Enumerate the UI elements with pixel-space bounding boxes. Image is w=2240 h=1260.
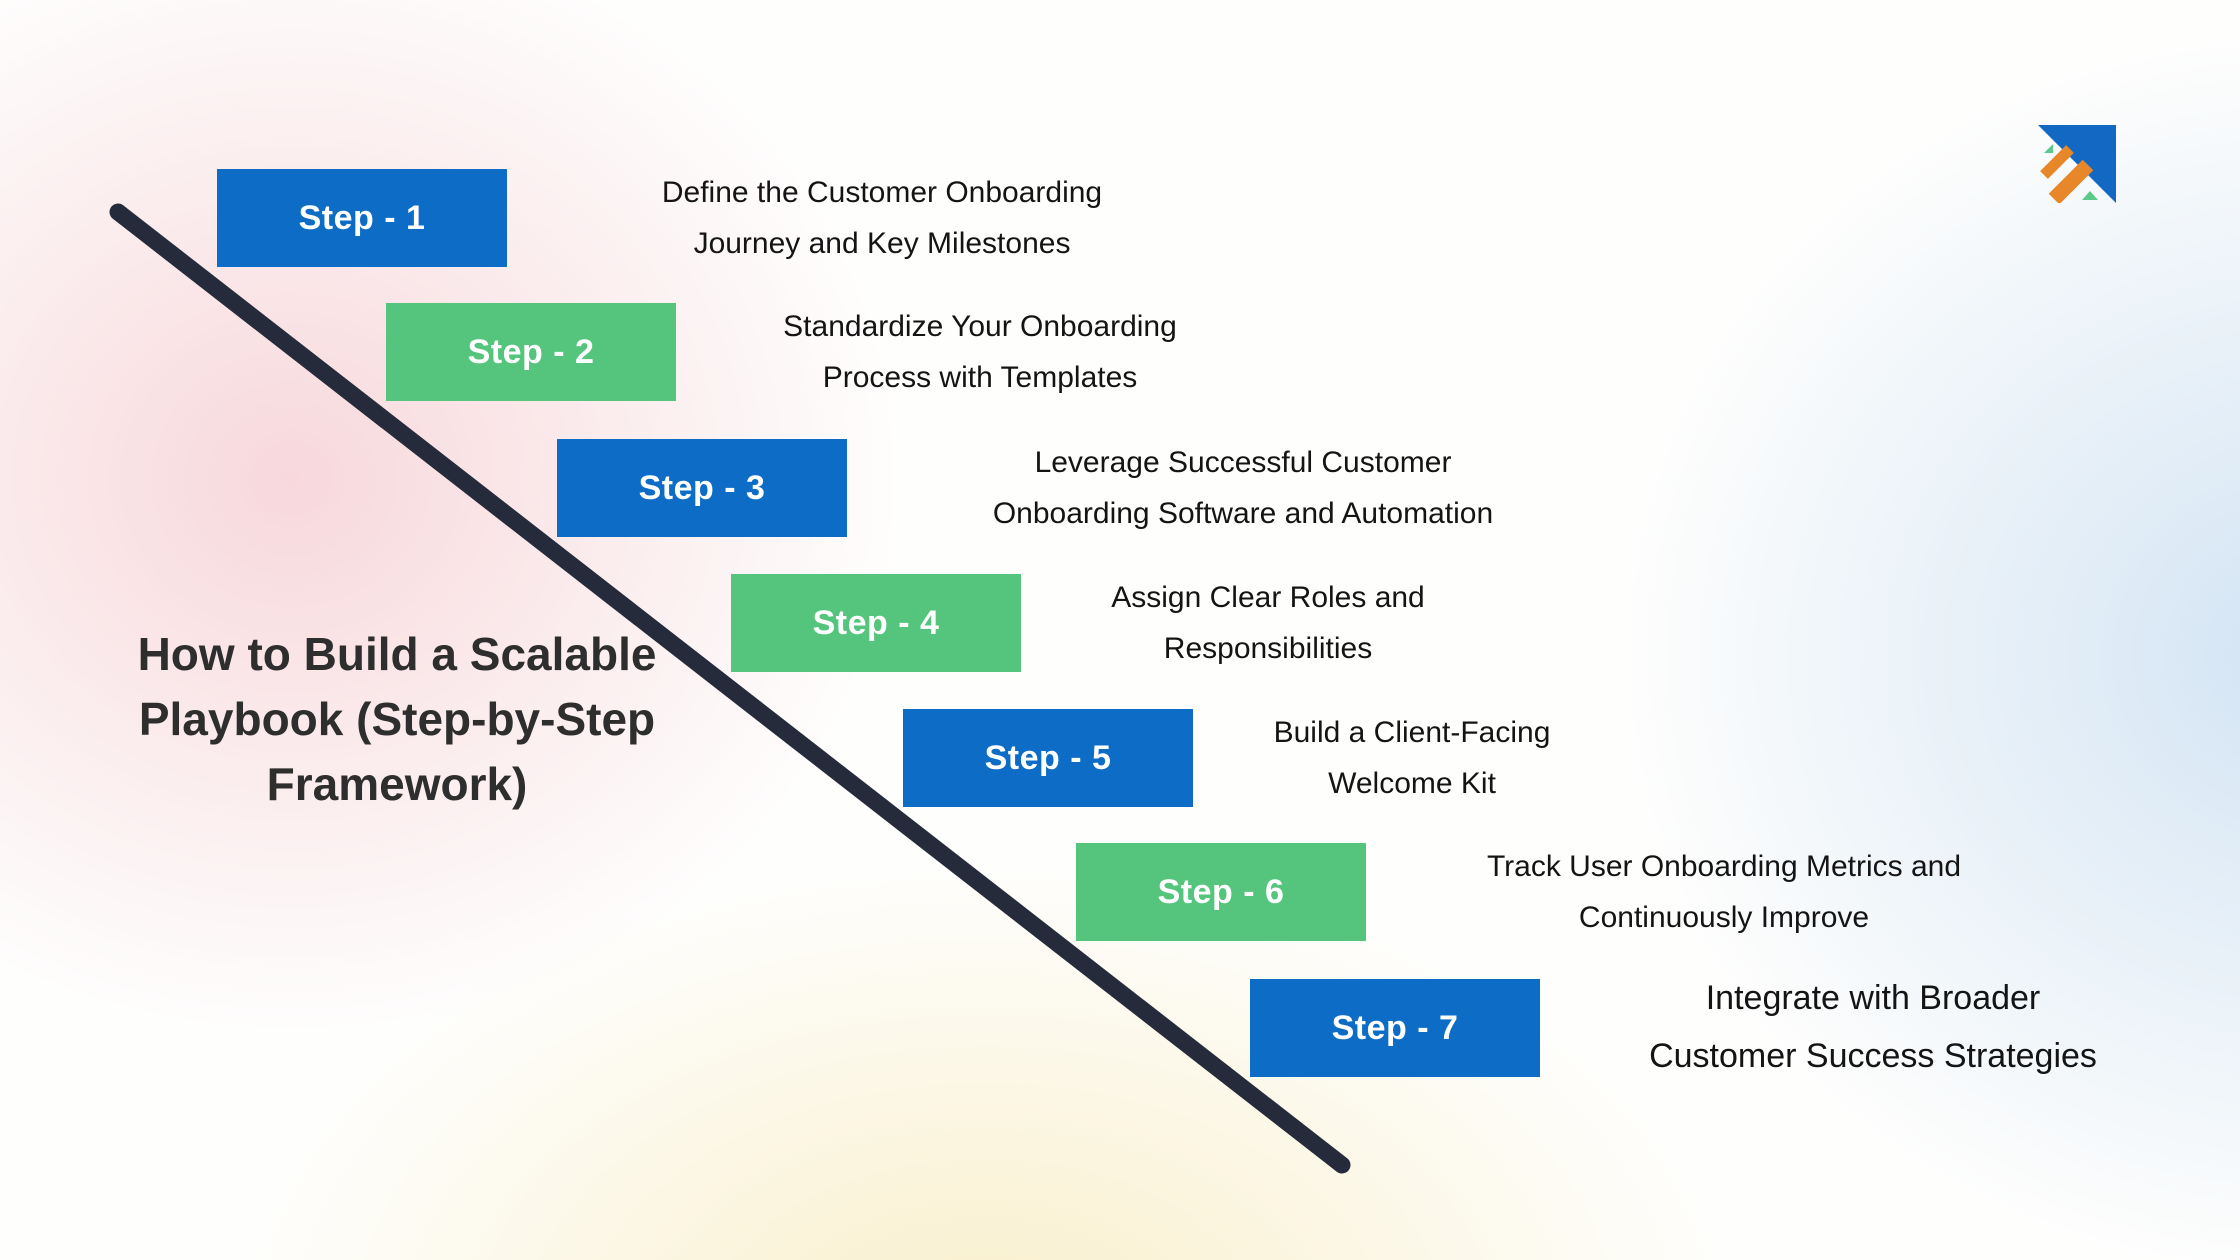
brand-logo-icon	[2038, 125, 2116, 203]
page-title-line: Framework)	[266, 757, 528, 810]
step-2-description-line: Standardize Your Onboarding	[783, 310, 1177, 343]
step-3-description: Leverage Successful Customer Onboarding …	[863, 439, 1623, 537]
step-7-description-line: Integrate with Broader	[1705, 979, 2041, 1018]
step-4-label: Step - 4	[812, 603, 940, 642]
step-7-description: Integrate with Broader Customer Success …	[1493, 979, 2240, 1077]
page-title: How to Build a Scalable Playbook (Step-b…	[97, 622, 697, 817]
step-7-box: Step - 7	[1250, 979, 1540, 1077]
step-5-box: Step - 5	[903, 709, 1193, 807]
step-5-label: Step - 5	[984, 738, 1112, 777]
step-6-box: Step - 6	[1076, 843, 1366, 941]
step-6-description-line: Continuously Improve	[1578, 901, 1870, 934]
step-3-label: Step - 3	[638, 468, 766, 507]
step-5-description-line: Welcome Kit	[1328, 767, 1496, 800]
step-2-label: Step - 2	[467, 332, 595, 371]
step-6-description: Track User Onboarding Metrics and Contin…	[1344, 843, 2104, 941]
step-1-description-line: Journey and Key Milestones	[693, 227, 1071, 260]
step-5-description: Build a Client-Facing Welcome Kit	[1032, 709, 1792, 807]
page-title-line: Playbook (Step-by-Step	[138, 692, 656, 745]
step-1-description: Define the Customer Onboarding Journey a…	[502, 169, 1262, 267]
step-6-label: Step - 6	[1157, 872, 1285, 911]
step-6-description-line: Track User Onboarding Metrics and	[1486, 850, 1962, 883]
step-3-box: Step - 3	[557, 439, 847, 537]
step-1-label: Step - 1	[298, 198, 426, 237]
step-2-description: Standardize Your Onboarding Process with…	[600, 303, 1360, 401]
step-4-box: Step - 4	[731, 574, 1021, 672]
step-1-box: Step - 1	[217, 169, 507, 267]
step-2-description-line: Process with Templates	[822, 361, 1138, 394]
step-2-box: Step - 2	[386, 303, 676, 401]
step-4-description-line: Assign Clear Roles and	[1111, 581, 1425, 614]
page-title-line: How to Build a Scalable	[137, 628, 657, 680]
step-7-description-line: Customer Success Strategies	[1649, 1037, 2097, 1075]
step-1-description-line: Define the Customer Onboarding	[661, 176, 1103, 209]
step-3-description-line: Onboarding Software and Automation	[992, 497, 1494, 530]
step-5-description-line: Build a Client-Facing	[1273, 716, 1551, 749]
step-3-description-line: Leverage Successful Customer	[1034, 446, 1452, 479]
step-7-label: Step - 7	[1331, 1008, 1459, 1047]
step-4-description: Assign Clear Roles and Responsibilities	[888, 574, 1648, 672]
step-4-description-line: Responsibilities	[1163, 632, 1373, 665]
